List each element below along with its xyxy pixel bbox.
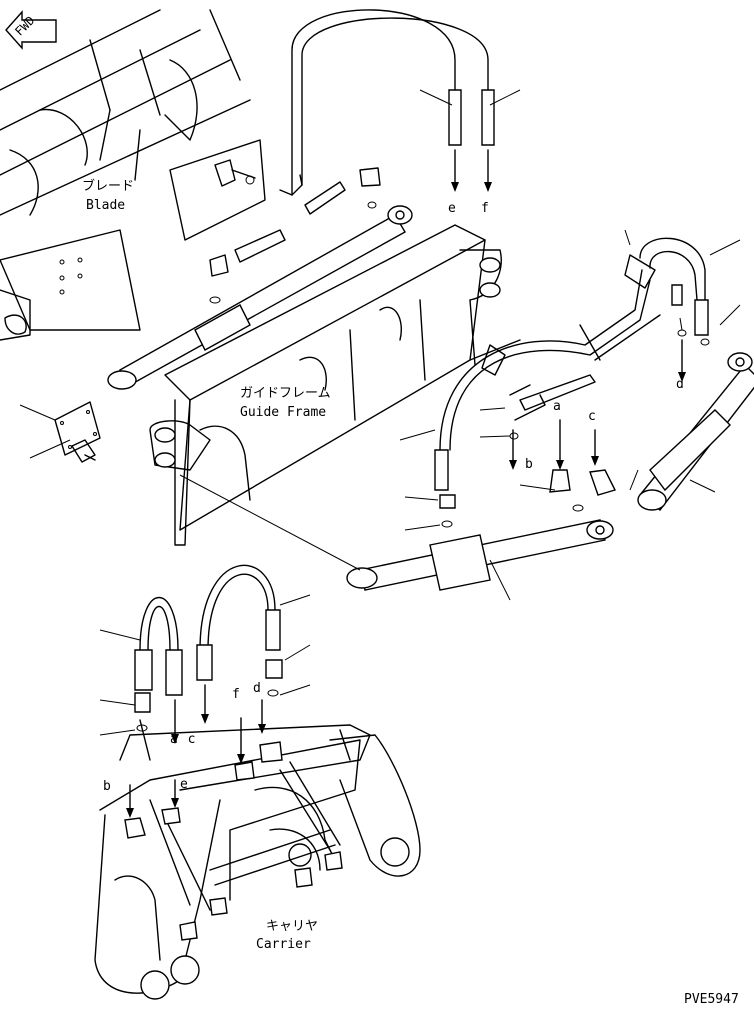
blade-label-en: Blade [86,198,126,213]
label-d-mid: d [676,377,684,392]
guide-frame-label-jp: ガイドフレーム [240,386,331,401]
blade-fittings [209,159,381,304]
label-d-low: d [253,681,261,696]
fwd-arrow-icon [5,10,57,50]
carrier-hoses [99,564,311,818]
lower-cylinder [179,474,614,601]
blade-cylinder-upper [107,205,413,390]
blade-structure [0,9,266,341]
right-cylinder [637,352,754,511]
guide-frame [149,224,502,546]
label-f-top: f [481,201,489,216]
label-a-mid: a [553,399,561,414]
mid-fittings [399,317,710,531]
label-a-c-low: a c [170,732,197,747]
cover-plate [19,401,101,463]
label-b-mid: b [525,457,533,472]
label-f-low: f [232,687,240,702]
label-e-low: e [180,777,188,792]
carrier-structure [94,719,421,1000]
label-c-mid: c [588,409,596,424]
carrier-label-en: Carrier [256,937,311,952]
blade-label-jp: ブレード [82,179,135,194]
drawing-code: PVE5947 [684,992,739,1007]
carrier-label-jp: キャリヤ [266,919,319,934]
top-hose-loop [279,9,521,196]
mid-right-hoses [434,229,741,491]
guide-frame-label-en: Guide Frame [240,405,327,420]
label-b-low: b [103,779,111,794]
label-e-top: e [448,201,456,216]
